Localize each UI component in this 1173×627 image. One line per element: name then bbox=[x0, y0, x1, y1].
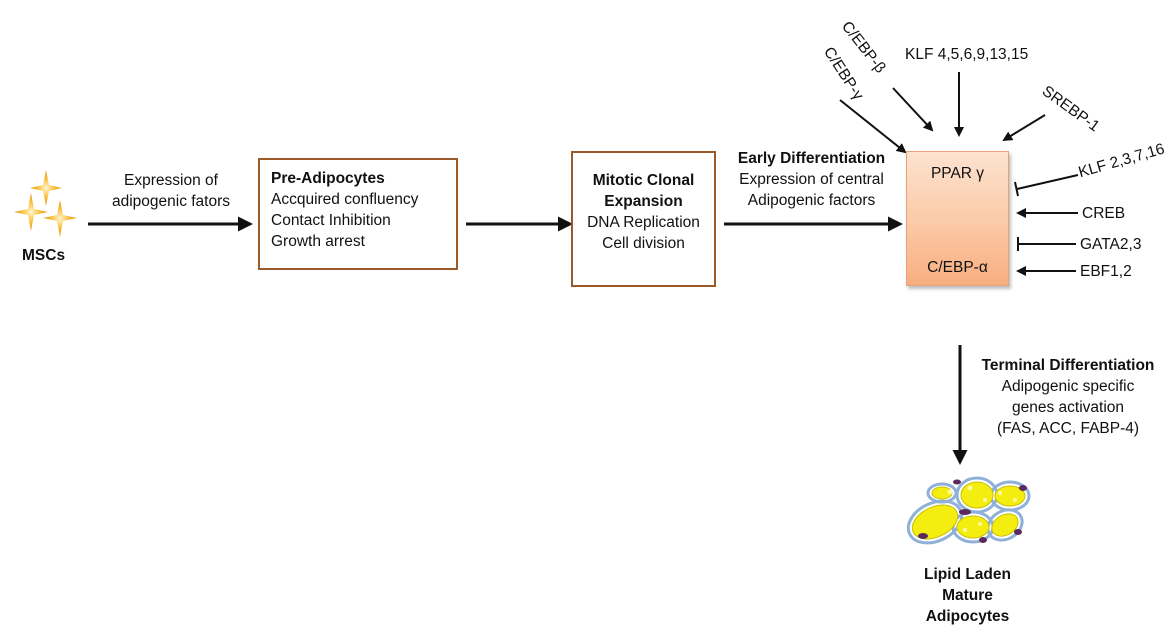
star-icon bbox=[30, 170, 62, 206]
core-factors-box bbox=[906, 151, 1009, 286]
arrow1-line1: Expression of bbox=[124, 172, 218, 189]
preadipocytes-line2: Contact Inhibition bbox=[271, 212, 391, 229]
mitotic-box: Mitotic Clonal Expansion DNA Replication… bbox=[571, 151, 716, 287]
star-icon bbox=[14, 193, 48, 231]
mitotic-title2: Expansion bbox=[604, 193, 683, 210]
arrow-cebpb bbox=[892, 87, 934, 132]
preadipocytes-box: Pre-Adipocytes Accquired confluency Cont… bbox=[258, 158, 458, 270]
mature-line2: Mature Adipocytes bbox=[925, 587, 1010, 625]
arrow-cebpg bbox=[839, 99, 907, 154]
arrow1-label: Expression of adipogenic fators bbox=[96, 170, 246, 212]
inhibit-klf-neg-bar bbox=[1014, 181, 1019, 197]
terminal-line2: genes activation bbox=[1011, 399, 1125, 416]
early-line1: Expression of central bbox=[739, 171, 884, 188]
mature-label: Lipid Laden Mature Adipocytes bbox=[900, 564, 1035, 627]
early-line2: Adipogenic factors bbox=[747, 192, 876, 209]
regulator-creb: CREB bbox=[1082, 205, 1126, 222]
early-label: Early Differentiation Expression of cent… bbox=[724, 148, 899, 211]
terminal-line1: Adipogenic specific bbox=[1001, 378, 1135, 395]
preadipocytes-line3: Growth arrest bbox=[271, 233, 365, 250]
msc-label: MSCs bbox=[22, 247, 66, 264]
terminal-title: Terminal Differentiation bbox=[981, 357, 1155, 374]
core-bottom-label: C/EBP-α bbox=[927, 259, 988, 276]
preadipocytes-line1: Accquired confluency bbox=[271, 191, 419, 208]
mitotic-line1: DNA Replication bbox=[587, 214, 700, 231]
msc-stars-icon bbox=[14, 170, 77, 237]
regulator-ebf: EBF1,2 bbox=[1080, 263, 1132, 280]
terminal-label: Terminal Differentiation Adipogenic spec… bbox=[968, 355, 1168, 439]
star-icon bbox=[43, 200, 77, 237]
arrow1-line2: adipogenic fators bbox=[111, 193, 231, 210]
mature-adipocytes-icon bbox=[906, 476, 1031, 545]
early-title: Early Differentiation bbox=[737, 150, 886, 167]
core-top-label: PPAR γ bbox=[930, 165, 985, 182]
arrow-srebp bbox=[1002, 114, 1046, 142]
mitotic-title1: Mitotic Clonal bbox=[592, 172, 695, 189]
regulator-klf-pos: KLF 4,5,6,9,13,15 bbox=[905, 46, 1029, 63]
terminal-line3: (FAS, ACC, FABP-4) bbox=[996, 420, 1140, 437]
diagram-graphics bbox=[14, 72, 1079, 545]
inhibit-klf-neg bbox=[1016, 174, 1079, 190]
regulator-gata: GATA2,3 bbox=[1080, 236, 1142, 253]
preadipocytes-title: Pre-Adipocytes bbox=[271, 170, 385, 187]
mitotic-line2: Cell division bbox=[602, 235, 685, 252]
mature-line1: Lipid Laden bbox=[924, 566, 1011, 583]
